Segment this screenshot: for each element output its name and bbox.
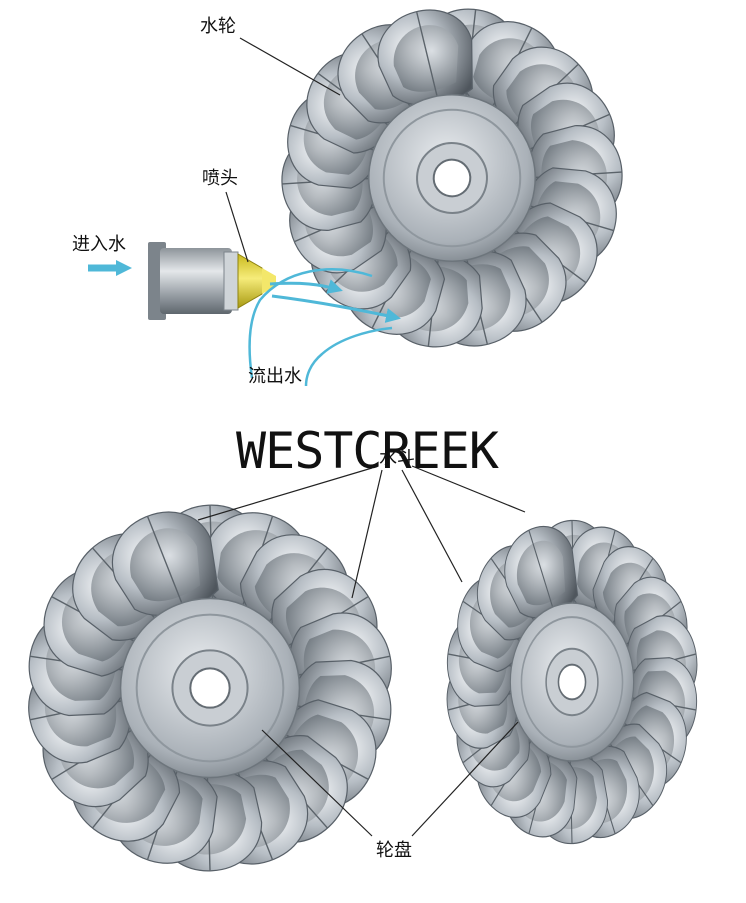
leader-disc-right [411, 721, 519, 837]
shaft-hole [432, 158, 472, 198]
leader-disc-left [261, 729, 373, 837]
nozzle-ring [223, 251, 239, 311]
label-bucket: 水斗 [379, 448, 415, 469]
brand-watermark: WESTCREEK [236, 422, 499, 480]
shaft-hole [189, 667, 231, 709]
label-water-wheel: 水轮 [200, 16, 236, 37]
leader-water-wheel [239, 37, 341, 96]
label-outlet-water: 流出水 [248, 366, 302, 387]
label-wheel-disc: 轮盘 [376, 840, 412, 861]
leader-bucket-4 [411, 465, 526, 513]
leader-bucket-1 [197, 467, 373, 521]
leader-bucket-2 [351, 469, 383, 599]
water-wheel-top [281, 8, 623, 348]
leader-bucket-3 [401, 469, 463, 583]
leader-nozzle [225, 191, 249, 263]
outflow-curve-right [304, 326, 393, 387]
nozzle-assembly [148, 242, 276, 320]
shaft-hole [557, 663, 587, 701]
leader-lines [197, 37, 526, 837]
label-inlet-water: 进入水 [72, 234, 126, 255]
water-jet-lower [271, 294, 401, 323]
bucket [504, 525, 579, 619]
bucket [377, 9, 473, 106]
nozzle-body [160, 248, 232, 314]
water-wheel-front-view [28, 504, 392, 872]
label-nozzle: 喷头 [202, 168, 238, 189]
outflow-curve-left [248, 268, 373, 379]
inlet-arrow-head [116, 260, 132, 276]
water-wheel-angled-view [446, 519, 698, 845]
